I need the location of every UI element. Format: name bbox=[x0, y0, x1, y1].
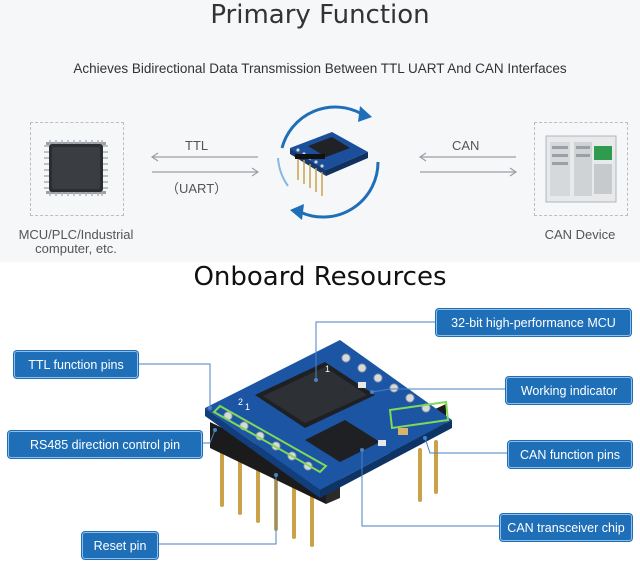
pcb-mark-1: 1 bbox=[325, 364, 330, 374]
callout-reset-pin: Reset pin bbox=[82, 532, 158, 559]
pcb-mark-3: 1 bbox=[245, 402, 250, 412]
mcu-chip-icon bbox=[44, 140, 108, 196]
pcb-mark-2: 2 bbox=[238, 397, 243, 407]
can-device-icon bbox=[545, 135, 617, 203]
callout-mcu: 32-bit high-performance MCU bbox=[436, 309, 631, 336]
ttl-label: TTL bbox=[185, 138, 209, 153]
can-device-box bbox=[534, 122, 628, 216]
can-device-label: CAN Device bbox=[544, 227, 616, 242]
mcu-label: MCU/PLC/Industrial computer, etc. bbox=[18, 227, 134, 256]
mcu-box bbox=[30, 122, 124, 216]
module-icon bbox=[277, 105, 380, 220]
primary-function-title: Primary Function bbox=[210, 0, 430, 30]
callout-can-pins: CAN function pins bbox=[508, 441, 632, 468]
callout-working-indicator: Working indicator bbox=[506, 377, 632, 404]
callout-ttl-pins: TTL function pins bbox=[14, 351, 138, 378]
callout-can-transceiver: CAN transceiver chip bbox=[500, 514, 632, 541]
onboard-resources-title: Onboard Resources bbox=[193, 262, 447, 292]
primary-function-subtitle: Achieves Bidirectional Data Transmission… bbox=[73, 61, 567, 76]
left-arrows-icon bbox=[150, 152, 260, 177]
uart-label: （UART） bbox=[166, 181, 228, 196]
pcb-module-icon: 1 2 1 bbox=[137, 321, 508, 547]
callout-rs485: RS485 direction control pin bbox=[8, 431, 202, 458]
right-arrows-icon bbox=[418, 152, 518, 177]
can-label: CAN bbox=[452, 138, 480, 153]
